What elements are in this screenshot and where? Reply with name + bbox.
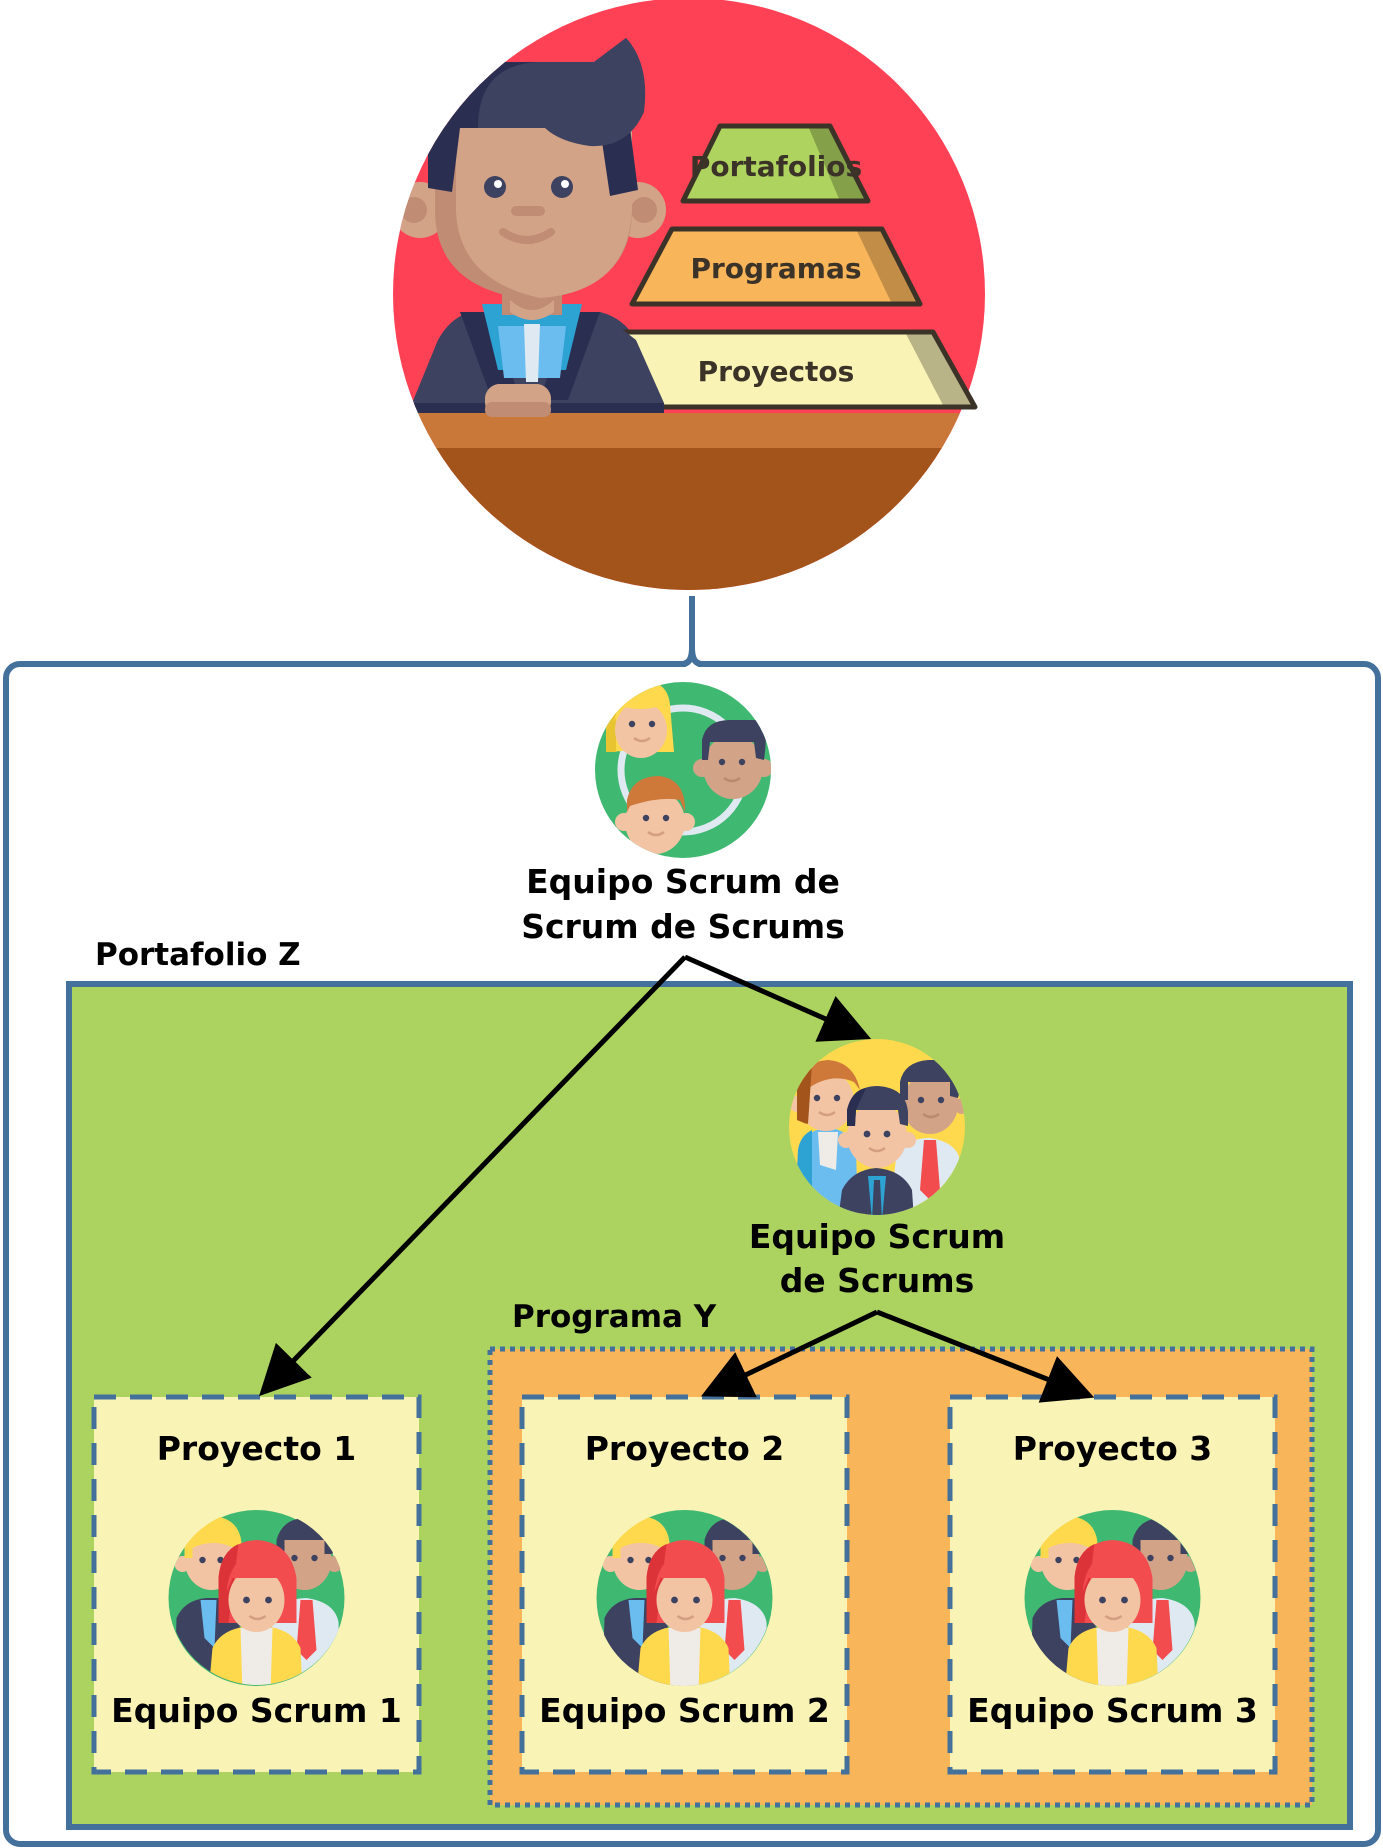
program-label: Programa Y: [512, 1299, 717, 1335]
edge-top-to-project-1: [259, 955, 687, 1397]
project-title: Proyecto 3: [1013, 1429, 1212, 1468]
desk-top: [393, 413, 985, 449]
top-team-label-line1: Equipo Scrum de: [526, 862, 840, 901]
edges: [259, 954, 1095, 1403]
manager-illustration: Portafolios Programas Proyectos: [393, 0, 985, 590]
pyramid-level-portafolios: Portafolios: [680, 123, 871, 204]
pyramid-level-programas: Programas: [629, 226, 923, 307]
project-node[interactable]: Proyecto 1 Equipo Scrum 1: [91, 1394, 422, 1775]
desk-front: [393, 448, 985, 590]
pyramid-level-proyectos: Proyectos: [617, 329, 978, 410]
team-circle-icon: [595, 682, 771, 858]
eye-right: [551, 176, 573, 198]
project-title: Proyecto 1: [157, 1429, 356, 1468]
edge-top-to-program-team: [683, 954, 872, 1042]
portfolio-label: Portafolio Z: [95, 937, 301, 973]
project-node[interactable]: Proyecto 3 Equipo Scrum 3: [947, 1394, 1278, 1775]
project-node[interactable]: Proyecto 2 Equipo Scrum 2: [519, 1394, 850, 1775]
team-group-icon: [789, 1039, 965, 1215]
project-team-label: Equipo Scrum 3: [967, 1691, 1258, 1730]
top-team-label-line2: Scrum de Scrums: [521, 907, 845, 946]
scrum-team-icon: [168, 1509, 345, 1686]
scrum-team-icon: [1024, 1510, 1201, 1686]
program-team-label-line2: de Scrums: [780, 1261, 975, 1300]
pyramid-label-proyectos: Proyectos: [698, 355, 855, 388]
projects-layer: Proyecto 1 Equipo Scrum 1 Proyecto 2 Equipo…: [91, 1394, 1278, 1775]
pyramid-label-portafolios: Portafolios: [690, 150, 862, 183]
top-team-node[interactable]: Equipo Scrum de Scrum de Scrums: [521, 680, 845, 946]
hierarchy-pyramid: Portafolios Programas Proyectos: [408, 123, 978, 417]
program-team-label-line1: Equipo Scrum: [749, 1217, 1005, 1256]
edge-program-team-to-project-2: [700, 1309, 879, 1398]
program-team-node[interactable]: Equipo Scrum de Scrums: [749, 1039, 1005, 1300]
eye-left: [484, 176, 506, 198]
project-team-label: Equipo Scrum 1: [111, 1691, 402, 1730]
pyramid-label-programas: Programas: [690, 252, 861, 285]
project-title: Proyecto 2: [585, 1429, 784, 1468]
edge-program-team-to-project-3: [876, 1309, 1095, 1403]
project-team-label: Equipo Scrum 2: [539, 1691, 830, 1730]
